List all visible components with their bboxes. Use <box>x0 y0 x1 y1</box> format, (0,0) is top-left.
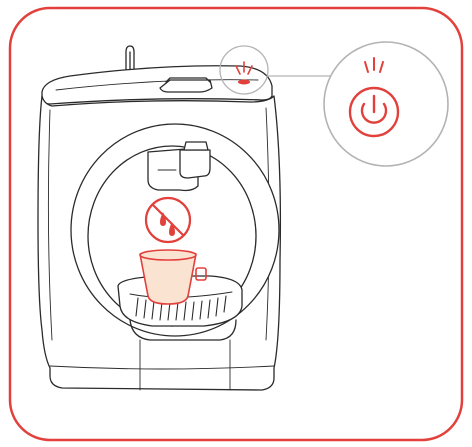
capsule-holder <box>160 80 212 92</box>
machine-top-cap <box>42 66 272 104</box>
power-callout <box>324 42 448 166</box>
power-button-led <box>238 80 250 85</box>
no-drip-icon <box>146 198 190 242</box>
